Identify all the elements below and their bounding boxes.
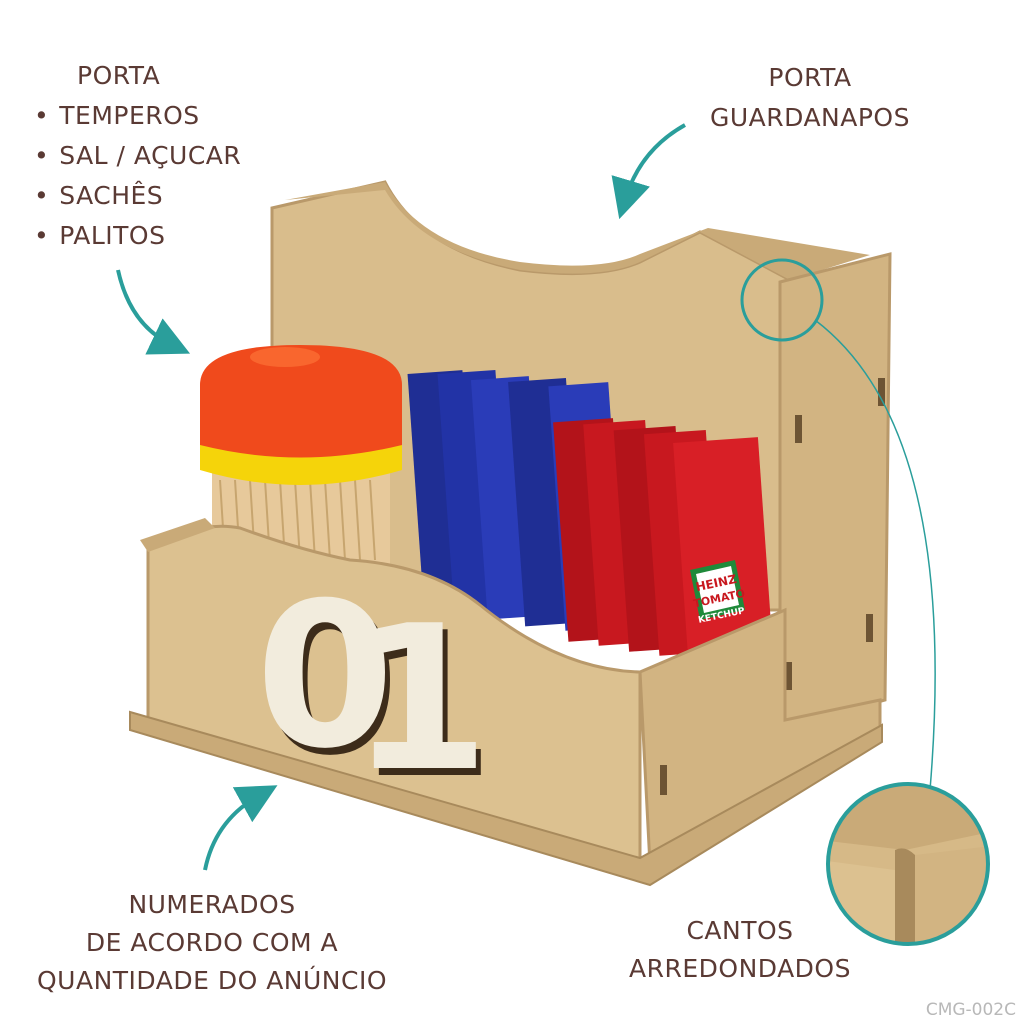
side-panel [778, 252, 892, 732]
svg-text:0: 0 [260, 567, 399, 800]
label-top-left-title: PORTA [77, 61, 161, 90]
number-plate-1: 1 [350, 583, 489, 816]
product-code: CMG-002C [925, 1000, 1016, 1020]
label-top-right: PORTA GUARDANAPOS [700, 58, 920, 138]
label-bottom-right: CANTOS ARREDONDADOS [620, 912, 860, 988]
zoom-circle [826, 782, 990, 946]
slot [795, 415, 802, 443]
label-bottom-left-line: QUANTIDADE DO ANÚNCIO [36, 966, 387, 995]
slot [878, 378, 885, 406]
toothpick-holder [200, 345, 402, 565]
feature-item: PALITOS [34, 216, 241, 256]
label-bottom-left-line: DE ACORDO COM A [85, 928, 339, 957]
label-top-right-line: GUARDANAPOS [710, 103, 910, 132]
svg-text:1: 1 [355, 590, 494, 823]
slot [785, 662, 792, 690]
feature-list: TEMPEROS SAL / AÇUCAR SACHÊS PALITOS [34, 96, 241, 256]
slot [866, 614, 873, 642]
arrow-icon [116, 269, 191, 355]
highlight-circle [740, 258, 824, 342]
front-panel [146, 524, 642, 862]
arrow-icon [611, 123, 686, 220]
front-panel-top-edge [140, 518, 215, 552]
number-plate: 0 1 0 1 [255, 560, 494, 823]
feature-item: SAL / AÇUCAR [34, 136, 241, 176]
feature-item: TEMPEROS [34, 96, 241, 136]
feature-item: SACHÊS [34, 176, 241, 216]
base-plate [129, 710, 883, 887]
zoom-detail [828, 784, 988, 944]
slot [660, 765, 667, 795]
label-bottom-left-line: NUMERADOS [128, 890, 296, 919]
blue-sachets [407, 369, 626, 631]
arrow-icon [203, 785, 278, 871]
label-bottom-left: NUMERADOS DE ACORDO COM A QUANTIDADE DO … [20, 886, 404, 1000]
connector-line [814, 319, 936, 791]
back-panel-top-edge [285, 182, 870, 280]
label-top-left: PORTA TEMPEROS SAL / AÇUCAR SACHÊS PALIT… [34, 56, 241, 256]
label-top-right-line: PORTA [768, 63, 852, 92]
red-sachets: HEINZ TOMATO KETCHUP [553, 418, 773, 658]
label-bottom-right-line: CANTOS [686, 916, 794, 945]
label-bottom-right-line: ARREDONDADOS [629, 954, 851, 983]
number-plate-0: 0 [255, 560, 394, 793]
